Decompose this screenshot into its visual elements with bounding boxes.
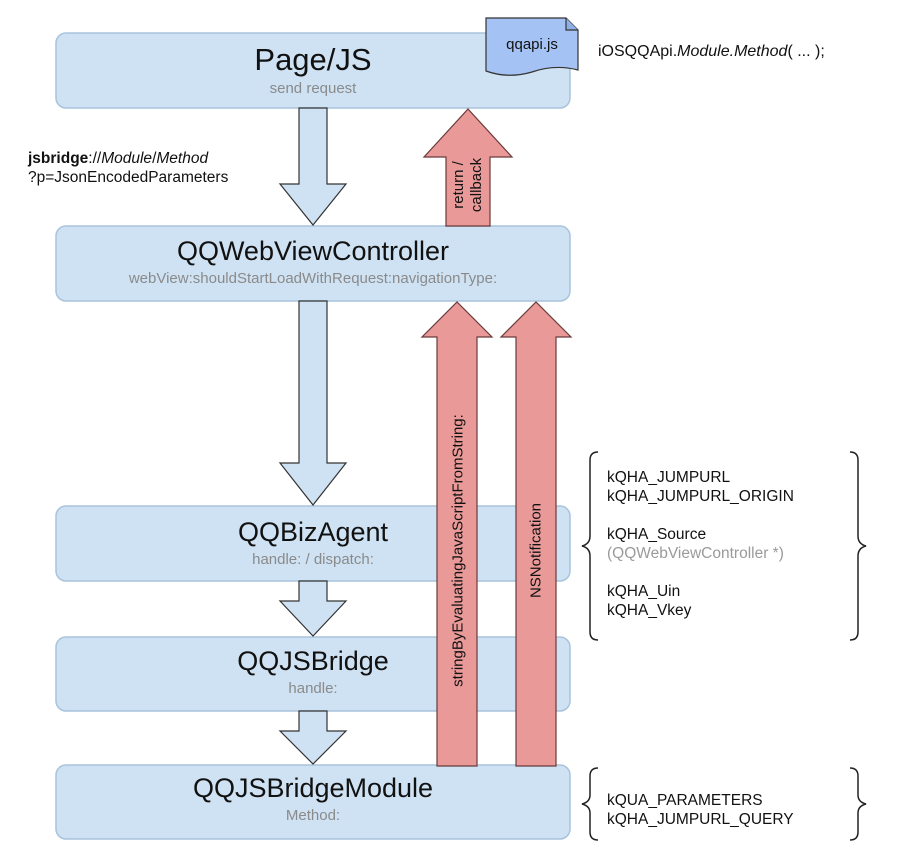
api-call-module: Module bbox=[677, 43, 730, 60]
js-bridge-title: QQJSBridge bbox=[237, 646, 389, 676]
scheme-name: jsbridge bbox=[28, 150, 89, 167]
request-arrow-controller-to-agent bbox=[278, 300, 348, 506]
js-bridge-subtitle: handle: bbox=[288, 680, 338, 697]
request-arrow-bridge-to-module bbox=[278, 710, 348, 765]
scheme-module: Module bbox=[101, 150, 153, 167]
key-vkey: kQHA_Vkey bbox=[607, 602, 692, 619]
key-spacer bbox=[607, 563, 794, 582]
api-call-text: iOSQQApi.Module.Method( ... ); bbox=[598, 43, 825, 61]
key-uin: kQHA_Uin bbox=[607, 583, 681, 600]
js-bridge-module-box bbox=[55, 764, 571, 840]
key-spacer bbox=[607, 506, 794, 525]
webview-controller-box-text: QQWebViewController webView:shouldStartL… bbox=[56, 228, 570, 287]
key-parameters: kQUA_PARAMETERS bbox=[607, 792, 763, 809]
key-jumpurl: kQHA_JUMPURL bbox=[607, 469, 731, 486]
file-note-label: qqapi.js bbox=[506, 36, 558, 53]
notification-arrow bbox=[499, 301, 573, 767]
biz-agent-title: QQBizAgent bbox=[237, 517, 389, 547]
biz-agent-box-text: QQBizAgent handle: / dispatch: bbox=[56, 508, 570, 568]
js-bridge-module-box-text: QQJSBridgeModule Method: bbox=[56, 767, 570, 824]
webview-controller-subtitle: webView:shouldStartLoadWithRequest:navig… bbox=[128, 270, 498, 287]
biz-agent-keys-right-brace bbox=[849, 451, 867, 641]
request-scheme: jsbridge://Module/Method ?p=JsonEncodedP… bbox=[28, 149, 228, 187]
return-callback-arrow bbox=[422, 108, 514, 227]
return-callback-label: return / callback bbox=[450, 135, 486, 235]
notification-label: NSNotification bbox=[527, 502, 545, 599]
api-call-suffix: ( ... ); bbox=[787, 43, 825, 60]
evaluate-js-arrow bbox=[420, 301, 494, 767]
file-note-fold bbox=[565, 18, 578, 31]
key-source-type: (QQWebViewController *) bbox=[607, 545, 784, 562]
api-call-prefix: iOSQQApi. bbox=[598, 43, 678, 60]
page-title: Page/JS bbox=[254, 42, 372, 77]
biz-agent-subtitle: handle: / dispatch: bbox=[252, 551, 374, 568]
return-callback-line1: return / bbox=[450, 161, 467, 209]
key-source: kQHA_Source bbox=[607, 526, 707, 543]
return-callback-line2: callback bbox=[468, 157, 485, 213]
request-arrow-page-to-controller bbox=[278, 107, 348, 226]
scheme-sep1: :// bbox=[88, 150, 102, 167]
page-subtitle: send request bbox=[269, 80, 357, 97]
api-call-dot: . bbox=[729, 43, 735, 60]
evaluate-js-label: stringByEvaluatingJavaScriptFromString: bbox=[449, 414, 467, 687]
request-arrow-agent-to-bridge bbox=[278, 580, 348, 637]
module-keys: kQUA_PARAMETERS kQHA_JUMPURL_QUERY bbox=[607, 791, 794, 829]
js-bridge-module-title: QQJSBridgeModule bbox=[192, 773, 434, 803]
scheme-sep2: / bbox=[152, 150, 157, 167]
webview-controller-title: QQWebViewController bbox=[176, 236, 450, 266]
js-bridge-box-text: QQJSBridge handle: bbox=[56, 639, 570, 697]
biz-agent-keys: kQHA_JUMPURL kQHA_JUMPURL_ORIGIN kQHA_So… bbox=[607, 468, 794, 620]
scheme-method: Method bbox=[156, 150, 209, 167]
key-jumpurl-origin: kQHA_JUMPURL_ORIGIN bbox=[607, 488, 794, 505]
module-keys-right-brace bbox=[849, 767, 867, 841]
js-bridge-module-subtitle: Method: bbox=[285, 807, 341, 824]
request-scheme-url: jsbridge://Module/Method bbox=[28, 149, 228, 168]
biz-agent-keys-left-brace bbox=[581, 451, 599, 641]
request-scheme-query: ?p=JsonEncodedParameters bbox=[28, 169, 229, 186]
file-note-icon bbox=[485, 17, 579, 76]
api-call-method: Method bbox=[734, 43, 788, 60]
module-keys-left-brace bbox=[581, 767, 599, 841]
key-jumpurl-query: kQHA_JUMPURL_QUERY bbox=[607, 811, 794, 828]
page-box-text: Page/JS send request bbox=[56, 37, 570, 96]
